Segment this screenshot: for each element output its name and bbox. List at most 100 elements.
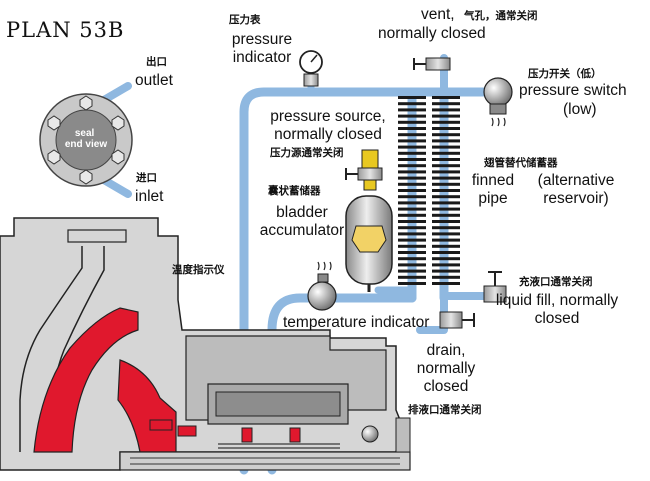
fin [398, 102, 426, 106]
fin [398, 170, 426, 174]
temperature-indicator-label: temperature indicator [283, 314, 430, 331]
fin [398, 151, 426, 155]
finned-pipe-cn-label: 翅管替代储蓄器 [484, 157, 558, 169]
fin [398, 263, 426, 267]
fin [432, 133, 460, 137]
fin [398, 114, 426, 118]
seal-end-view-label: seal end view [65, 128, 107, 150]
fin [398, 207, 426, 211]
fin [398, 220, 426, 223]
drain-valve [439, 311, 475, 329]
finned-pipe-label: finned pipe [471, 172, 515, 207]
drain-label: drain, normally closed [416, 342, 476, 395]
vent-label-line1: vent, [421, 6, 455, 23]
fin [432, 263, 460, 267]
fin [432, 182, 460, 186]
fin [432, 127, 460, 130]
fin [398, 244, 426, 248]
fin [432, 139, 460, 143]
fin [432, 108, 460, 112]
fin [398, 251, 426, 254]
fin [398, 96, 426, 99]
fin [398, 238, 426, 242]
fin [432, 114, 460, 118]
fin [432, 251, 460, 254]
pressure-switch-cn-label: 压力开关（低） [528, 68, 602, 80]
alternative-reservoir-label: (alternative reservoir) [537, 172, 615, 207]
fin [432, 176, 460, 180]
bladder-accumulator-label: bladder accumulator [259, 204, 345, 239]
liquid-fill-label: liquid fill, normally closed [495, 292, 619, 327]
plan-title: PLAN 53B [6, 18, 125, 42]
pressure-switch-label: pressure switch [519, 82, 627, 99]
fin [432, 96, 460, 99]
pressure-source-label: pressure source, normally closed [270, 108, 386, 143]
pressure-switch-low-label: (low) [563, 101, 597, 118]
seal-end-view [39, 93, 133, 187]
fin [432, 164, 460, 168]
bladder-accumulator [345, 195, 393, 292]
fin [432, 269, 460, 273]
fin [398, 195, 426, 199]
fin [432, 275, 460, 279]
fin [398, 120, 426, 124]
fin [432, 238, 460, 242]
pressure-switch [483, 77, 513, 127]
fin [432, 145, 460, 149]
outlet-cn-label: 出口 [146, 56, 167, 68]
fin [398, 145, 426, 149]
pressure-indicator-cn-label: 压力表 [229, 14, 261, 26]
fin [432, 226, 460, 230]
fin [432, 213, 460, 217]
fin [398, 133, 426, 137]
supply-pipe [239, 87, 505, 475]
fin [432, 170, 460, 174]
fin [432, 282, 460, 285]
inlet-label: inlet [135, 188, 164, 205]
fin [398, 269, 426, 273]
inlet-cn-label: 进口 [136, 172, 157, 184]
outlet-label: outlet [135, 72, 173, 89]
vent-label-line2: normally closed [378, 25, 486, 42]
fin [398, 257, 426, 261]
fin [398, 182, 426, 186]
pressure-source-cn-label: 压力源通常关闭 [270, 147, 344, 159]
fin [432, 102, 460, 106]
fin [398, 127, 426, 130]
pressure-indicator-label: pressure indicator [231, 31, 293, 66]
bladder-accumulator-cn-label: 囊状蓄储器 [268, 185, 321, 197]
fin [432, 232, 460, 236]
fin [432, 195, 460, 199]
fin [432, 207, 460, 211]
fin [432, 189, 460, 192]
fin [398, 226, 426, 230]
fin [432, 120, 460, 124]
fin [432, 220, 460, 223]
fin [398, 176, 426, 180]
fin [432, 151, 460, 155]
liquid-fill-cn-label: 充液口通常关闭 [519, 276, 593, 288]
finned-pipe [398, 96, 460, 285]
fin [398, 201, 426, 205]
fin [398, 275, 426, 279]
fin [432, 244, 460, 248]
fin [398, 282, 426, 285]
drain-line [416, 294, 448, 334]
fin [398, 213, 426, 217]
temperature-indicator [307, 261, 337, 311]
fin [398, 164, 426, 168]
pump-body [0, 217, 411, 471]
pressure-source-valve [345, 149, 383, 191]
vent-cn-label: 气孔，通常关闭 [464, 10, 538, 22]
fin [432, 158, 460, 161]
fin [398, 189, 426, 192]
drain-cn-label: 排液口通常关闭 [408, 404, 482, 416]
outlet-inlet-arrows [100, 82, 132, 198]
fin [398, 158, 426, 161]
vent-valve [413, 57, 451, 71]
temperature-indicator-cn-label: 温度指示仪 [172, 264, 225, 276]
liquid-fill-valve [483, 271, 507, 303]
fin [432, 257, 460, 261]
fin [398, 232, 426, 236]
